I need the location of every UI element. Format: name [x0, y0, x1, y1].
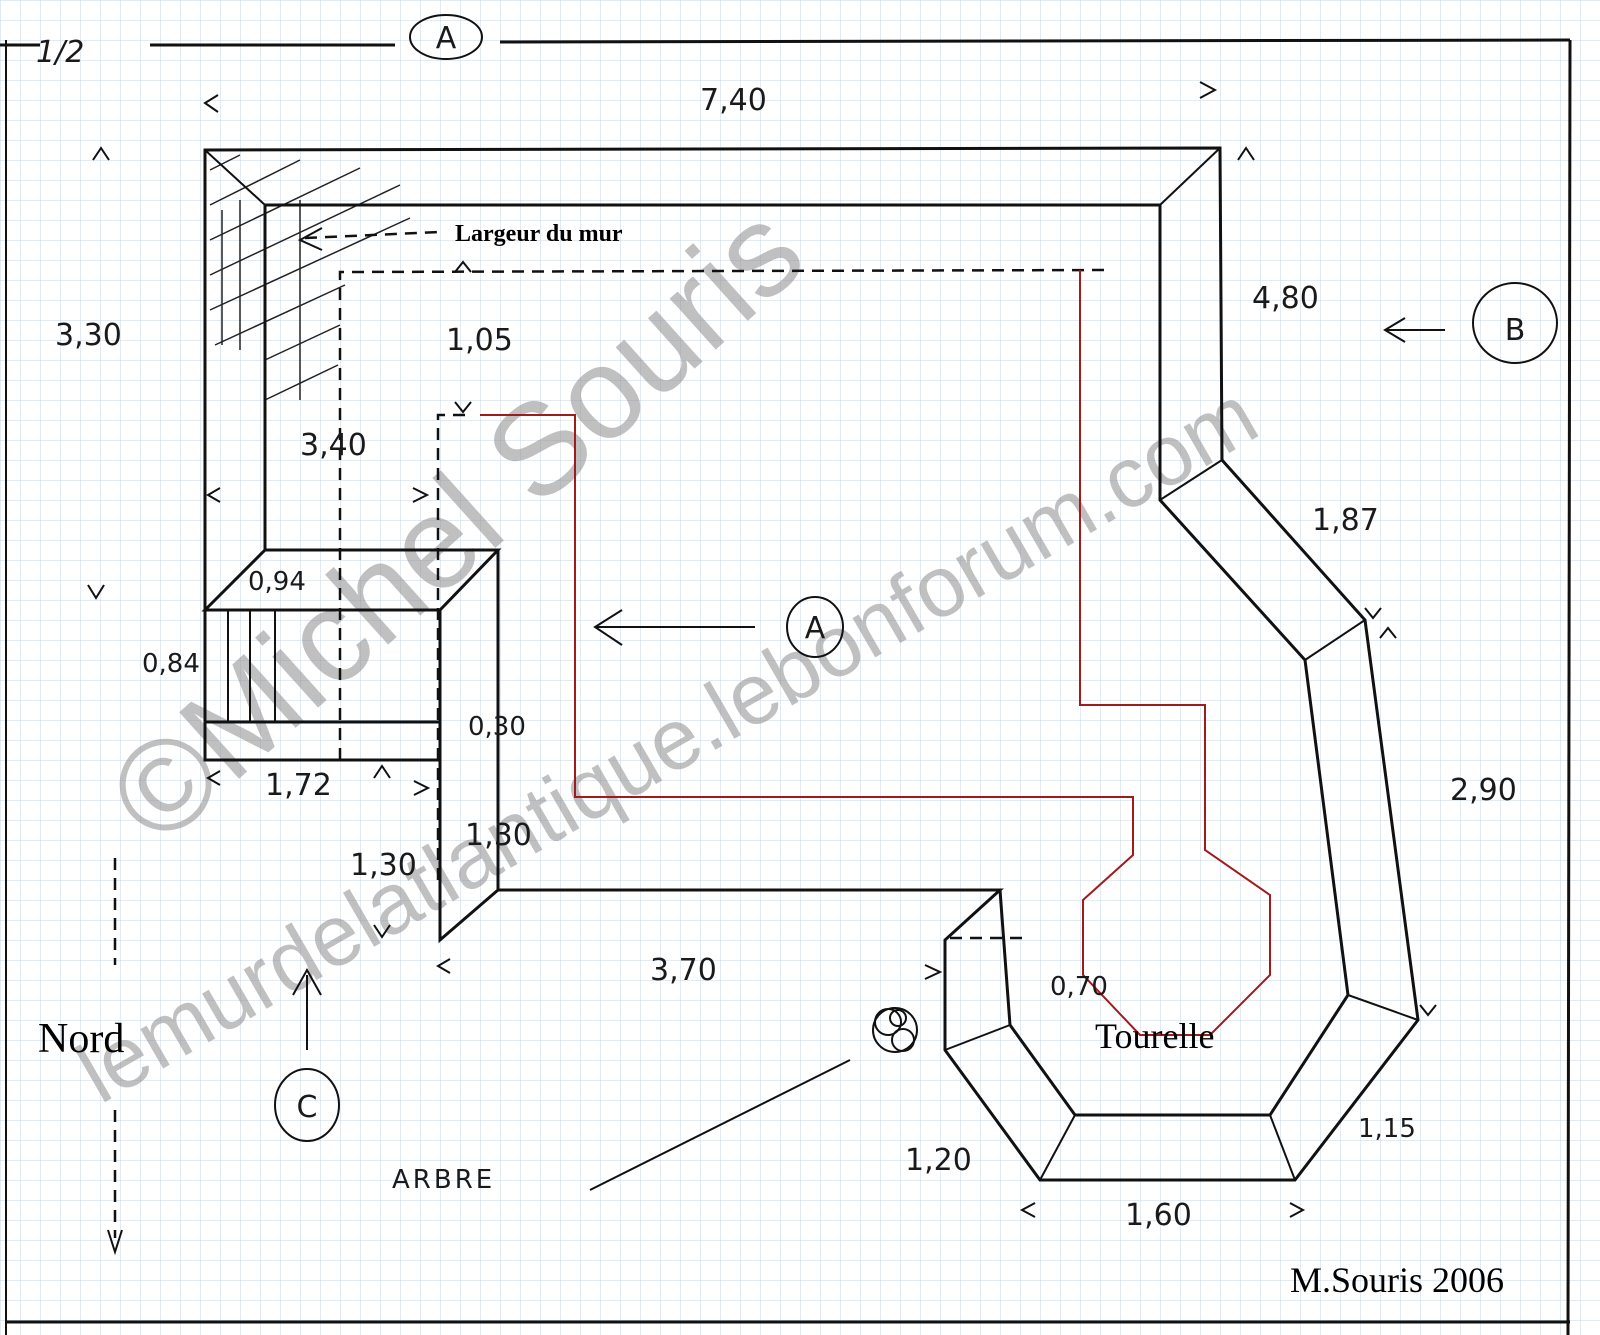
outer-wall-outline — [203, 146, 1420, 1182]
page-frame — [0, 38, 1572, 1335]
dim-right-lower: 2,90 — [1450, 773, 1517, 808]
dim-stair-step: 0,30 — [468, 712, 526, 742]
dim-oct-bottom: 1,60 — [1125, 1198, 1192, 1233]
marker-b-arrow — [1383, 282, 1558, 364]
dim-bottom: 3,70 — [650, 953, 717, 988]
wall-width-arrow — [297, 227, 441, 251]
dim-inner-depth: 1,05 — [446, 323, 513, 358]
signature: M.Souris 2006 — [1290, 1260, 1504, 1300]
sheet-number: 1/2 — [36, 35, 84, 70]
dim-top: 7,40 — [700, 83, 767, 118]
marker-a-mid: A — [805, 611, 826, 646]
wall-width-label: Largeur du mur — [455, 221, 623, 247]
dim-inner-height: 3,40 — [300, 428, 367, 463]
dim-diag-right: 1,87 — [1312, 503, 1379, 538]
dim-stair-width: 0,94 — [248, 567, 306, 597]
stair-block — [201, 548, 502, 760]
dim-notch: 0,70 — [1050, 972, 1108, 1002]
marker-c-arrow — [274, 967, 340, 1142]
dimension-ticks — [87, 81, 1437, 1218]
dashed-reference-lines — [338, 268, 1111, 940]
north-label: Nord — [38, 1016, 124, 1062]
dimension-labels: 7,40 3,30 4,80 3,40 1,05 1,87 2,90 0,94 … — [55, 83, 1517, 1233]
dim-recess-outer: 1,30 — [350, 848, 417, 883]
turret-label: Tourelle — [1095, 1016, 1214, 1056]
marker-a-top: A — [436, 21, 457, 56]
tree-label: ARBRE — [392, 1165, 495, 1195]
dim-bottom-left: 1,72 — [265, 768, 332, 803]
marker-a-arrow — [593, 596, 844, 658]
red-interior-line — [480, 270, 1271, 1036]
north-arrow — [107, 858, 123, 1256]
tree-symbol — [589, 1007, 918, 1191]
dim-oct-right: 1,15 — [1358, 1114, 1416, 1144]
dim-stair-depth: 0,84 — [142, 649, 200, 679]
wall-corner-connectors — [204, 147, 1419, 1181]
marker-c: C — [297, 1090, 318, 1125]
marker-a-top-circle — [409, 14, 483, 60]
dim-right-upper: 4,80 — [1252, 281, 1319, 316]
dim-left: 3,30 — [55, 318, 122, 353]
dim-oct-left: 1,20 — [905, 1143, 972, 1178]
marker-b: B — [1505, 313, 1526, 348]
wall-width-hatching — [209, 154, 411, 401]
dim-recess-inner: 1,30 — [465, 818, 532, 853]
